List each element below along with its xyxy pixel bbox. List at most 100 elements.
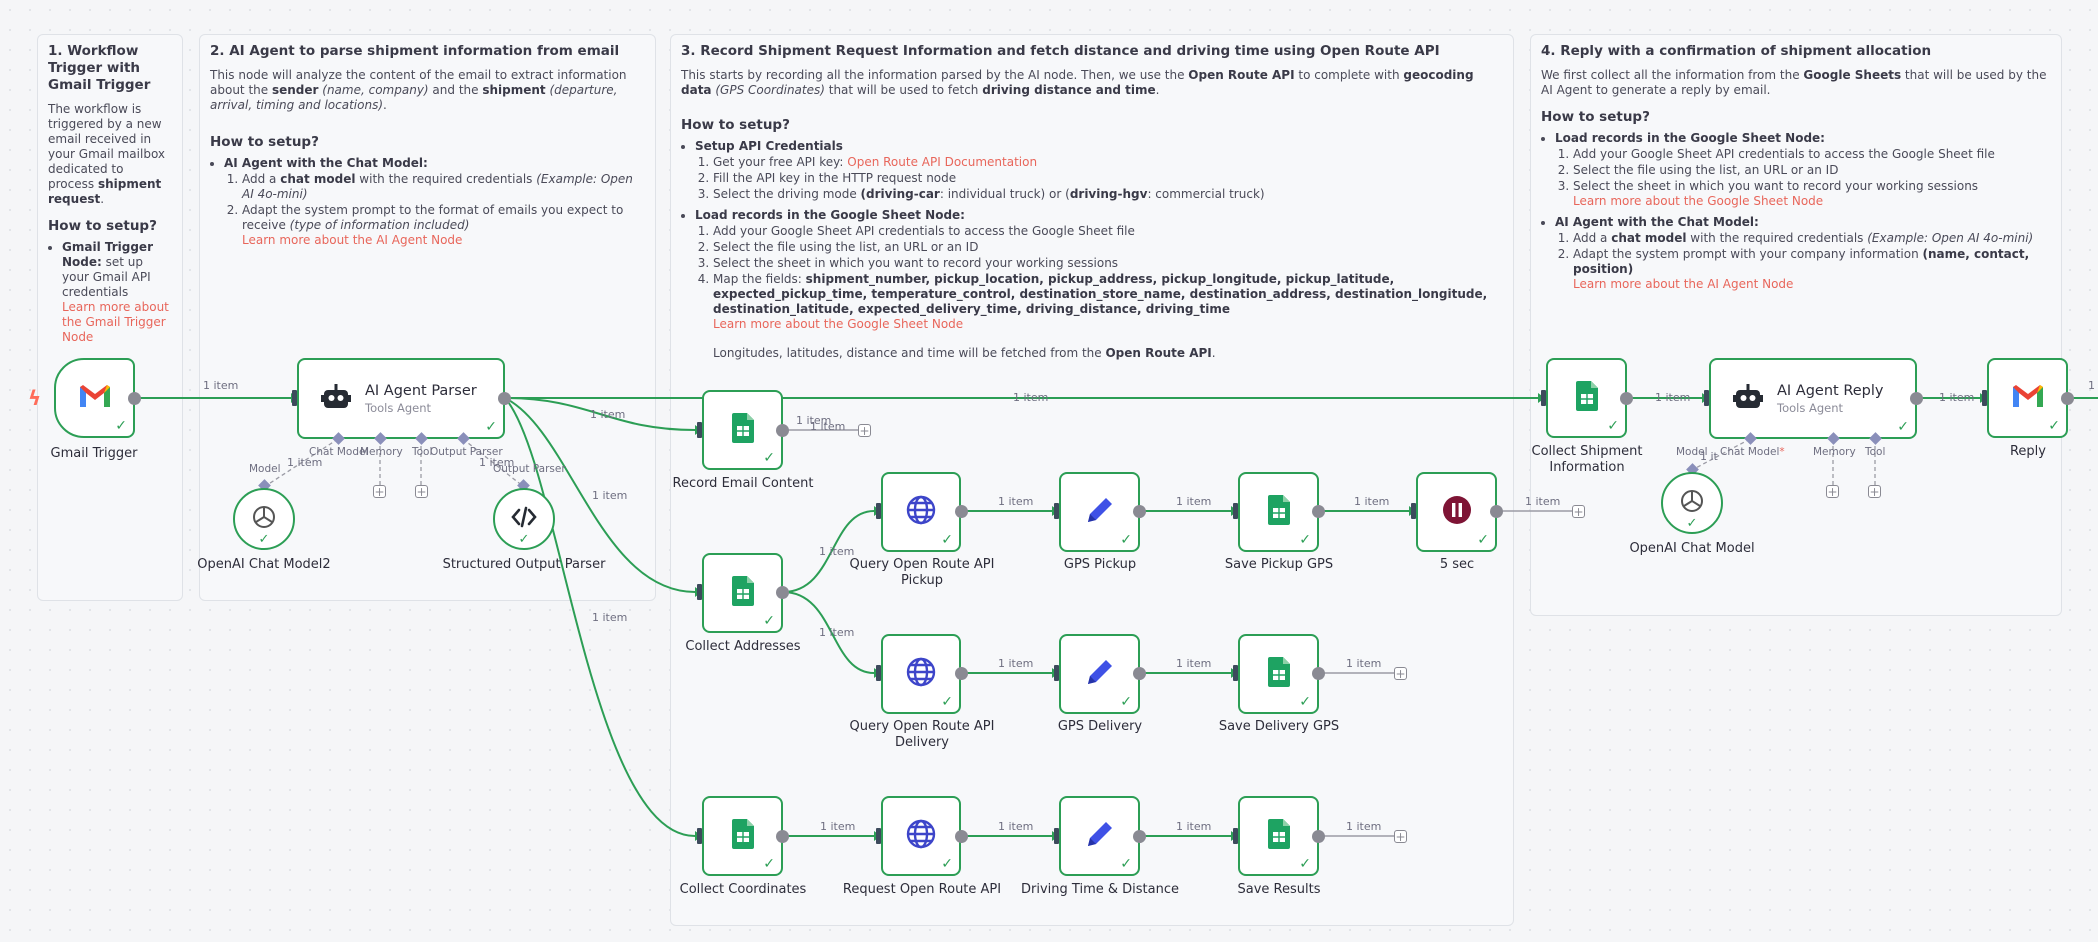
edge-addresses-pickup[interactable] [782,510,875,593]
note-bold: geocoding data [681,68,1474,97]
node-label: GPS Pickup [1063,557,1137,572]
gps-delivery-node[interactable]: ✓ [1059,634,1140,714]
add-node-button[interactable]: + [1394,667,1407,681]
wait-5-sec-node[interactable]: ✓ [1416,472,1497,552]
openai-chat-model-node[interactable]: ✓ [1661,472,1723,534]
output-handle[interactable] [1620,392,1633,405]
output-handle[interactable] [2061,392,2074,405]
openai-chat-model2-node[interactable]: ✓ [233,488,295,550]
node-label: OpenAI Chat Model [1629,541,1755,556]
input-handle[interactable] [1233,503,1238,519]
add-node-button[interactable]: + [858,424,871,438]
gmail-trigger-doc-link[interactable]: Learn more about the Gmail Trigger Node [62,300,169,344]
input-handle[interactable] [876,665,881,681]
input-handle[interactable] [1541,390,1546,406]
edge-parser-coordinates[interactable] [504,397,696,837]
output-handle[interactable] [955,667,968,680]
reply-node[interactable]: ✓ [1987,358,2068,438]
output-handle[interactable] [1312,667,1325,680]
note-item-bold: AI Agent with the Chat Model: [1555,215,1759,229]
input-handle[interactable] [292,390,297,406]
add-node-button[interactable]: + [1572,505,1585,519]
save-pickup-gps-node[interactable]: ✓ [1238,472,1319,552]
edge-addresses-delivery[interactable] [782,591,875,674]
input-handle[interactable] [876,503,881,519]
add-node-button[interactable]: + [1394,830,1407,844]
gps-pickup-node[interactable]: ✓ [1059,472,1140,552]
input-handle[interactable] [697,584,702,600]
driving-time-distance-node[interactable]: ✓ [1059,796,1140,876]
success-check-icon: ✓ [1607,418,1619,434]
arrowheads [291,393,1987,841]
add-memory-button[interactable]: + [373,485,386,499]
edge-label: 1 item [998,495,1034,508]
collect-shipment-information-node[interactable]: ✓ [1546,358,1627,438]
gmail-trigger-node[interactable]: ✓ [54,358,135,438]
edge-label: 1 item [819,626,855,639]
input-handle[interactable] [1233,828,1238,844]
input-handle[interactable] [1982,390,1987,406]
google-sheet-doc-link[interactable]: Learn more about the Google Sheet Node [1573,194,1824,208]
output-handle[interactable] [498,392,511,405]
input-handle[interactable] [1054,665,1059,681]
ai-agent-doc-link[interactable]: Learn more about the AI Agent Node [242,233,463,247]
ai-agent-doc-link[interactable]: Learn more about the AI Agent Node [1573,277,1794,291]
input-handle[interactable] [876,828,881,844]
edge-label: 1 item [1354,495,1390,508]
google-sheet-doc-link[interactable]: Learn more about the Google Sheet Node [713,317,964,331]
output-handle[interactable] [1490,505,1503,518]
output-handle[interactable] [128,392,141,405]
query-open-route-pickup-node[interactable]: ✓ [881,472,961,552]
output-handle[interactable] [1133,505,1146,518]
add-memory-button[interactable]: + [1826,485,1839,499]
save-delivery-gps-node[interactable]: ✓ [1238,634,1319,714]
node-label: Driving Time & Distance [1021,882,1179,897]
collect-coordinates-node[interactable]: ✓ [702,796,783,876]
output-handle[interactable] [955,505,968,518]
note-list-item: AI Agent with the Chat Model: Add a chat… [224,156,645,248]
sticky-note-4[interactable]: 4. Reply with a confirmation of shipment… [1530,34,2062,616]
ai-agent-parser-node[interactable]: AI Agent Parser Tools Agent ✓ [297,358,505,439]
output-handle[interactable] [776,424,789,437]
input-handle[interactable] [1233,665,1238,681]
gmail-icon-svg [2012,385,2043,407]
add-tool-button[interactable]: + [415,485,428,499]
edge-parser-addresses[interactable] [504,397,696,593]
input-handle[interactable] [697,422,702,438]
input-handle[interactable] [1411,503,1416,519]
collect-addresses-node[interactable]: ✓ [702,553,783,633]
input-handle[interactable] [697,828,702,844]
save-results-node[interactable]: ✓ [1238,796,1319,876]
edge-label: 1 item [998,820,1034,833]
input-handle[interactable] [1704,390,1709,406]
query-open-route-delivery-node[interactable]: ✓ [881,634,961,714]
output-handle[interactable] [776,586,789,599]
request-open-route-node[interactable]: ✓ [881,796,961,876]
add-tool-button[interactable]: + [1868,485,1881,499]
pen-icon-svg [1087,822,1112,846]
note-step: Add a chat model with the required crede… [1573,231,2051,246]
open-route-doc-link[interactable]: Open Route API Documentation [847,155,1038,169]
success-check-icon: ✓ [115,418,127,434]
input-handle[interactable] [1054,503,1059,519]
output-handle[interactable] [955,830,968,843]
ai-agent-reply-node[interactable]: AI Agent Reply Tools Agent ✓ [1709,358,1917,439]
sticky-note-1[interactable]: 1. Workflow Trigger with Gmail Trigger T… [37,34,183,601]
output-handle[interactable] [776,830,789,843]
pen-icon [1084,656,1116,692]
structured-output-parser-node[interactable]: ✓ [493,488,555,550]
sticky-note-3[interactable]: 3. Record Shipment Request Information a… [670,34,1514,926]
record-email-content-node[interactable]: ✓ [702,390,783,470]
output-handle[interactable] [1312,505,1325,518]
step-text: with the required credentials [1686,231,1868,245]
output-handle[interactable] [1133,667,1146,680]
output-handle[interactable] [1312,830,1325,843]
output-handle[interactable] [1910,392,1923,405]
edge-label: 1 item [1655,391,1691,404]
port-label: Output Parser [493,463,566,475]
output-handle[interactable] [1133,830,1146,843]
input-handle[interactable] [1054,828,1059,844]
edge-label: 1 item [592,611,628,624]
edge-parser-record[interactable] [504,397,696,431]
